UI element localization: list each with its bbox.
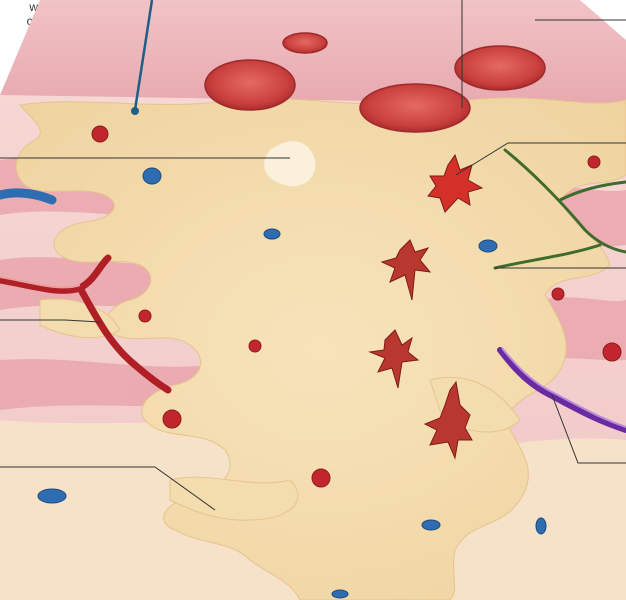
tissue-illustration — [0, 0, 626, 600]
